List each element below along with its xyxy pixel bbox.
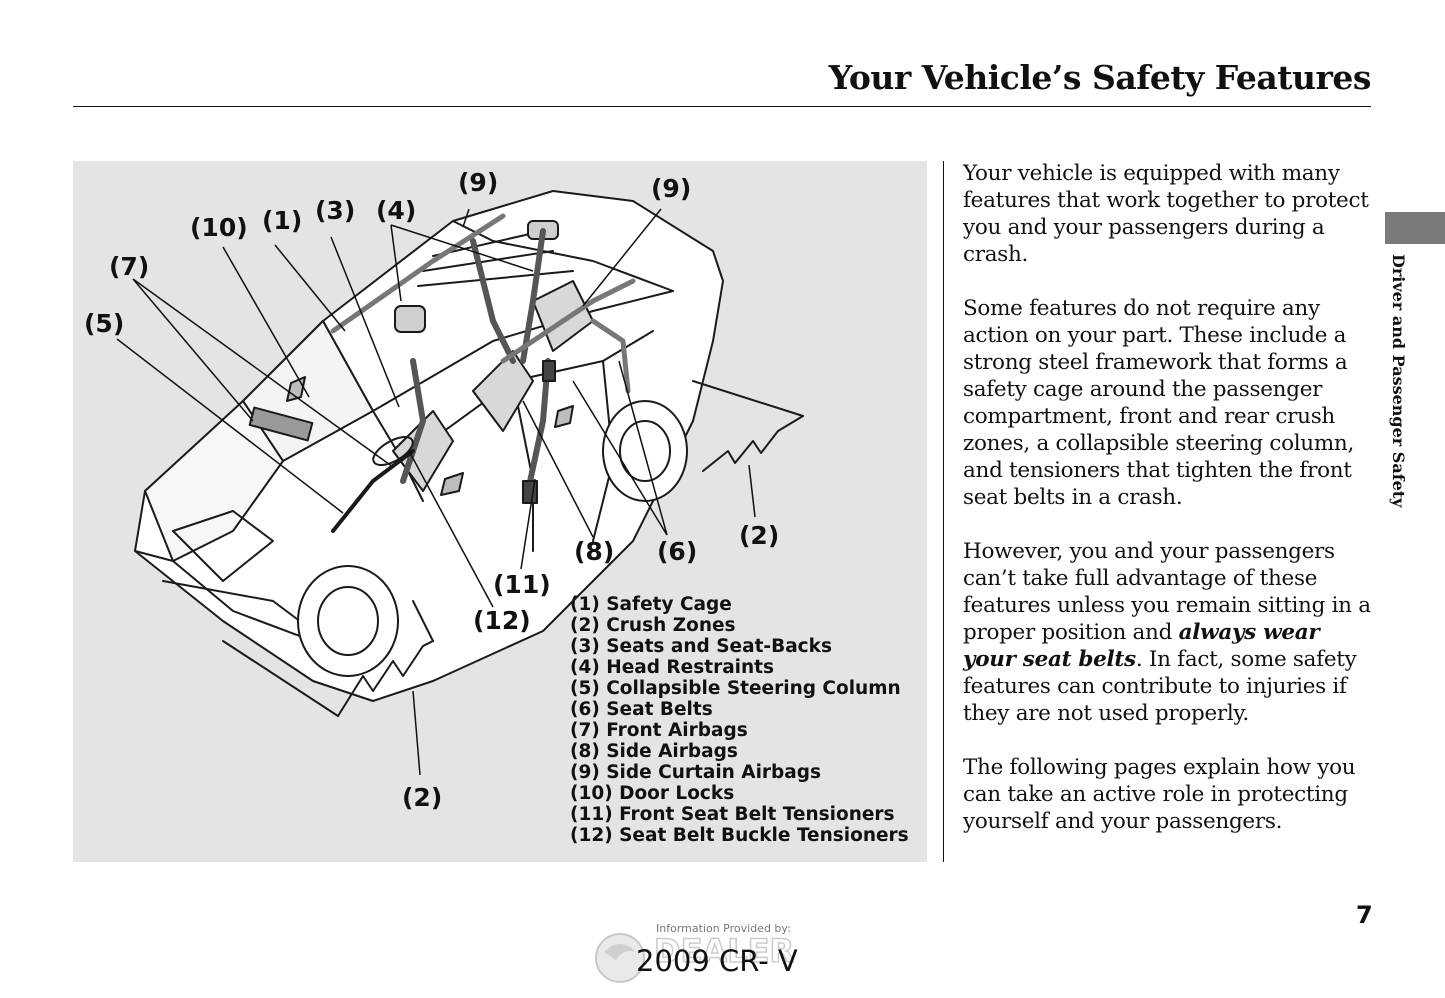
- paragraph-following-pages: The following pages explain how you can …: [963, 755, 1356, 834]
- legend-item: (7) Front Airbags: [570, 720, 748, 741]
- callout-label: (12): [473, 606, 531, 635]
- logo-wordmark: DEALER: [654, 932, 794, 970]
- callout-label: (4): [376, 196, 417, 225]
- feature-legend: (1) Safety Cage (2) Crush Zones (3) Seat…: [570, 594, 909, 846]
- section-tab: [1385, 212, 1445, 244]
- paragraph-text: . In fact, some safety features can cont…: [963, 647, 1357, 726]
- legend-item: (6) Seat Belts: [570, 699, 713, 720]
- page-title: Your Vehicle’s Safety Features: [828, 58, 1372, 97]
- legend-item: (2) Crush Zones: [570, 615, 736, 636]
- emphasis-text: always wear your seat belts: [963, 620, 1320, 672]
- callout-label: (7): [109, 252, 150, 281]
- body-text: Your vehicle is equipped with many featu…: [963, 160, 1371, 862]
- legend-item: (9) Side Curtain Airbags: [570, 762, 822, 783]
- header-divider: [73, 106, 1371, 107]
- legend-item: (4) Head Restraints: [570, 657, 775, 678]
- callout-label: (6): [657, 537, 698, 566]
- section-label: Driver and Passenger Safety: [1389, 254, 1408, 508]
- car-cutaway-drawing: [116, 190, 804, 776]
- legend-item: (1) Safety Cage: [570, 594, 732, 615]
- legend-item: (11) Front Seat Belt Tensioners: [570, 804, 895, 825]
- callout-label: (3): [315, 196, 356, 225]
- callout-label: (8): [574, 537, 615, 566]
- watermark-caption: Information Provided by:: [656, 922, 791, 935]
- callout-label: (1): [262, 206, 303, 235]
- callout-label: (9): [651, 174, 692, 203]
- dealer-logo: DEALER: [595, 931, 795, 983]
- legend-item: (3) Seats and Seat-Backs: [570, 636, 832, 657]
- legend-item: (12) Seat Belt Buckle Tensioners: [570, 825, 909, 846]
- callout-label: (11): [493, 570, 551, 599]
- callout-label: (5): [84, 309, 125, 338]
- legend-item: (10) Door Locks: [570, 783, 735, 804]
- legend-item: (8) Side Airbags: [570, 741, 738, 762]
- legend-item: (5) Collapsible Steering Column: [570, 678, 901, 699]
- column-divider: [943, 161, 944, 862]
- page-number: 7: [1356, 901, 1373, 929]
- callout-label: (2): [739, 521, 780, 550]
- callout-label: (2): [402, 783, 443, 812]
- paragraph-text: However, you and your passengers can’t t…: [963, 539, 1371, 645]
- paragraph-seat-belts: However, you and your passengers can’t t…: [963, 538, 1371, 727]
- safety-features-illustration: (9) (9) (10) (1) (3) (4) (7) (5) (8) (6)…: [73, 161, 927, 862]
- callout-label: (10): [190, 213, 248, 242]
- paragraph-intro: Your vehicle is equipped with many featu…: [963, 161, 1369, 267]
- paragraph-passive-features: Some features do not require any action …: [963, 296, 1355, 510]
- callout-label: (9): [458, 168, 499, 197]
- vehicle-model: 2009 CR- V: [636, 944, 798, 978]
